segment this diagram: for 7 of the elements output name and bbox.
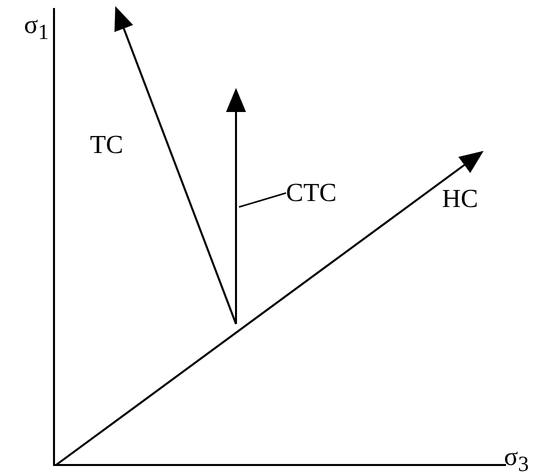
path-label: CTC xyxy=(286,180,337,206)
path-label: TC xyxy=(90,132,124,158)
axis-label: σ$_{3}$ xyxy=(504,444,529,472)
axis-label: σ$_{1}$ xyxy=(24,12,49,44)
path-label: HC xyxy=(442,186,478,212)
stress-path-arrow xyxy=(226,88,246,324)
leader-line xyxy=(238,192,286,208)
